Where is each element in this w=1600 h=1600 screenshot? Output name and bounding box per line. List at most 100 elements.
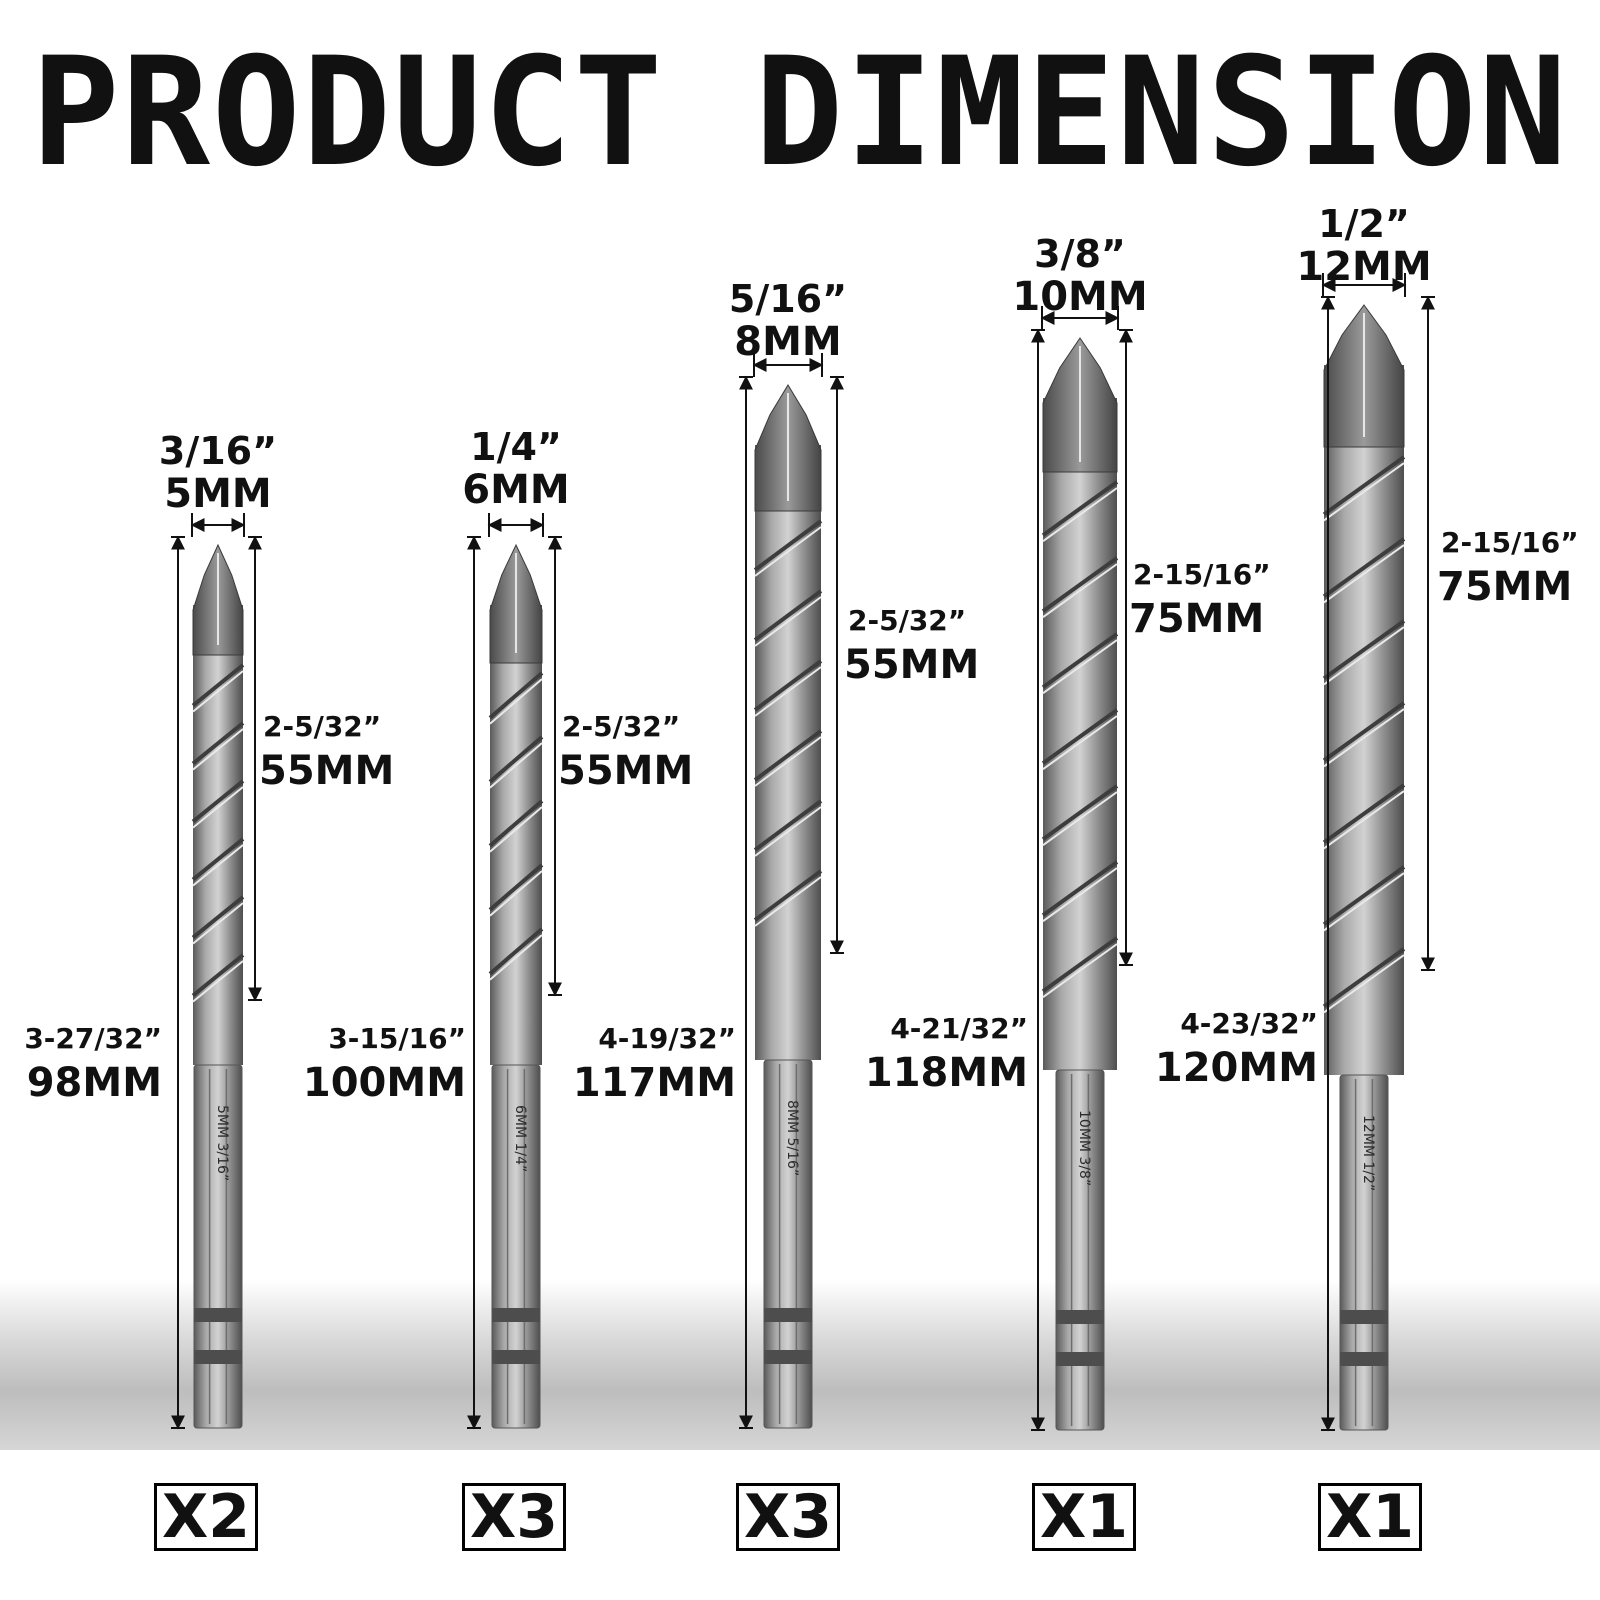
flute-length-mm: 75MM [1129,596,1265,642]
flute-groove [488,863,544,912]
flute-highlight [489,742,543,789]
flute-highlight [192,786,244,829]
flute-highlight [754,666,822,717]
flute-groove [191,837,245,882]
hex-shank [193,1064,243,1429]
tip-size-mm: 10MM [1012,274,1148,320]
flute-highlight [754,876,822,927]
flute-groove [488,671,544,720]
flute-length-inch: 2-5/32” [848,604,967,637]
flute-highlight [1042,791,1118,847]
shank-marking: 6MM 1/4” [512,1105,528,1172]
shank-groove [764,1350,812,1364]
flute-highlight [489,678,543,725]
drill-bit-3: 8MM 5/16” [753,384,823,1429]
flute-groove [191,721,245,766]
quantity-badge: X3 [736,1483,840,1551]
flute-length-inch: 2-15/16” [1441,526,1579,559]
total-length-inch: 4-19/32” [598,1022,736,1055]
shank-groove [1056,1352,1104,1366]
flute-highlight [1042,715,1118,771]
flute-groove [191,663,245,708]
flute-groove [1041,632,1119,689]
tip-size-inch: 3/8” [1034,232,1126,276]
drill-bit-5: 12MM 1/2” [1322,304,1406,1431]
quantity-badge: X3 [462,1483,566,1551]
quantity-badge: X1 [1032,1483,1136,1551]
total-length-mm: 100MM [302,1060,466,1106]
tip-size-mm: 5MM [164,471,272,517]
drill-bit-4: 10MM 3/8” [1041,337,1119,1431]
flute-length-inch: 2-15/16” [1133,558,1271,591]
total-length-mm: 117MM [572,1060,736,1106]
drill-bit-1: 5MM 3/16” [191,543,245,1429]
shank-marking: 12MM 1/2” [1360,1115,1376,1191]
flute-groove [191,953,245,998]
flute-groove [753,869,823,922]
flute-highlight [1042,943,1118,999]
tip-size-inch: 1/4” [470,425,562,469]
flute-groove [753,589,823,642]
flute-length-mm: 55MM [259,748,395,794]
flute-highlight [192,844,244,887]
hex-shank [491,1064,541,1429]
flute-highlight [1042,867,1118,923]
drill-bit-2: 6MM 1/4” [488,543,544,1429]
shank-groove [194,1350,242,1364]
flute-groove [488,735,544,784]
flute-highlight [754,596,822,647]
flute-groove [753,659,823,712]
flute-length-inch: 2-5/32” [263,710,382,743]
bit-body [755,445,821,1060]
total-length-mm: 98MM [26,1060,162,1106]
shank-groove [492,1350,540,1364]
tip-size-inch: 1/2” [1318,202,1410,246]
flute-length-inch: 2-5/32” [562,710,681,743]
total-length-inch: 3-27/32” [24,1022,162,1055]
quantity-badge: X2 [154,1483,258,1551]
shank-groove [764,1308,812,1322]
flute-groove [753,729,823,782]
tip-size-inch: 5/16” [728,277,848,321]
flute-groove [191,895,245,940]
flute-groove [191,779,245,824]
flute-groove [1041,860,1119,917]
shank-groove [492,1308,540,1322]
shank-groove [1056,1310,1104,1324]
tip-size-mm: 12MM [1296,244,1432,290]
flute-groove [753,799,823,852]
tip-size-mm: 6MM [462,467,570,513]
flute-highlight [489,806,543,853]
flute-highlight [489,934,543,981]
flute-groove [1041,784,1119,841]
hex-shank [763,1059,813,1429]
flute-length-mm: 55MM [844,642,980,688]
flute-groove [1041,480,1119,537]
flute-groove [1041,936,1119,993]
flute-highlight [192,670,244,713]
tip-size-mm: 8MM [734,319,842,365]
shank-groove [194,1308,242,1322]
flute-length-mm: 55MM [558,748,694,794]
flute-highlight [754,736,822,787]
flute-highlight [1042,639,1118,695]
hex-shank [1339,1074,1389,1431]
total-length-mm: 120MM [1154,1045,1318,1091]
flute-length-mm: 75MM [1437,564,1573,610]
flute-highlight [489,870,543,917]
bit-body [1043,398,1117,1070]
flute-groove [488,799,544,848]
flute-highlight [192,902,244,945]
flute-groove [488,927,544,976]
shank-marking: 5MM 3/16” [214,1105,230,1181]
total-length-mm: 118MM [864,1050,1028,1096]
page-title: PRODUCT DIMENSION [31,26,1569,200]
flute-highlight [1042,563,1118,619]
flute-highlight [192,728,244,771]
shank-groove [1340,1310,1388,1324]
total-length-inch: 4-21/32” [890,1012,1028,1045]
quantity-badge: X1 [1318,1483,1422,1551]
shank-groove [1340,1352,1388,1366]
total-length-inch: 3-15/16” [328,1022,466,1055]
